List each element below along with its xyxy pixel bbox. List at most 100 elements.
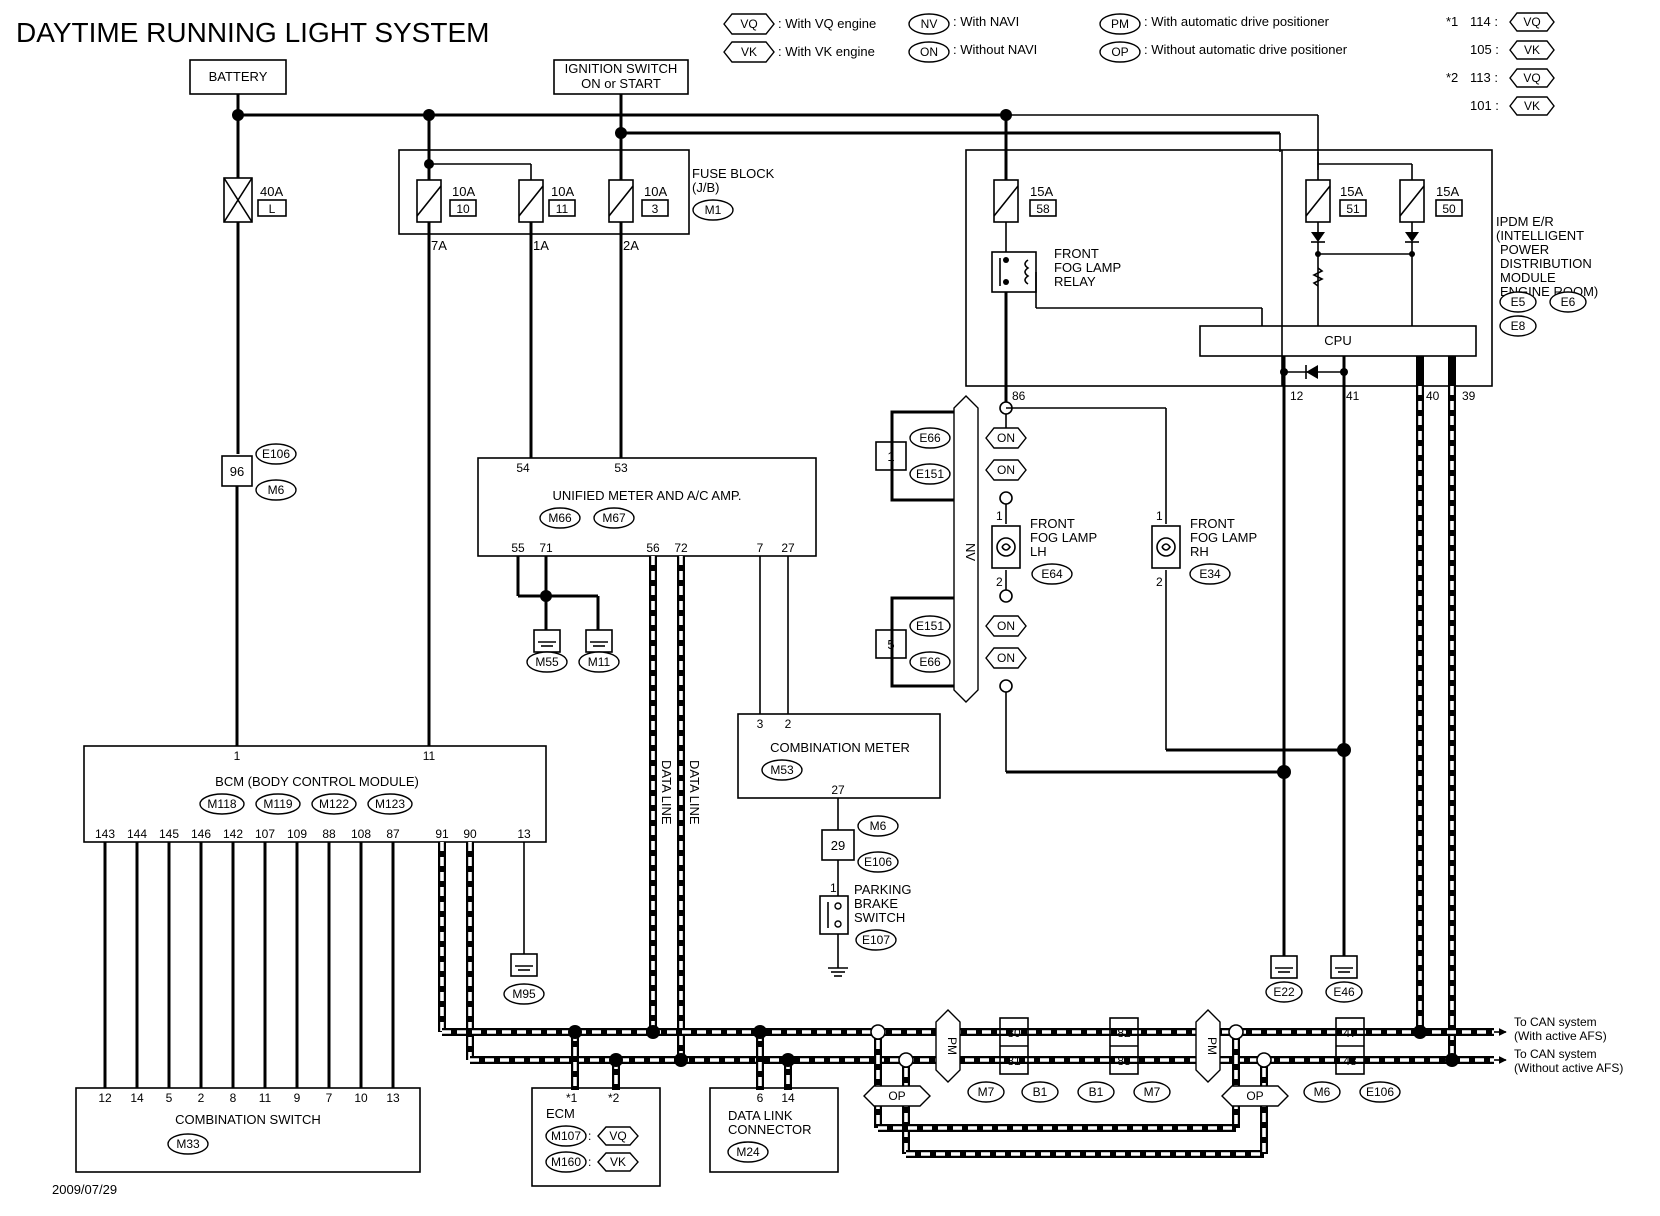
fog-lh-label-3: LH (1030, 544, 1047, 559)
meter-amp-grounds: M55 M11 (516, 556, 620, 673)
ipdm-label-4: DISTRIBUTION (1500, 256, 1592, 271)
fog-rh-label-2: FOG LAMP (1190, 530, 1257, 545)
bcm-conn-3: M122 (319, 797, 349, 811)
combi-switch-pin-10: 10 (354, 1091, 368, 1105)
can-pins-82-83: 82 83 B1 M7 (1077, 1017, 1171, 1103)
combi-meter-pin-2: 2 (785, 717, 792, 731)
bcm-pin-90: 90 (463, 827, 477, 841)
nv-block-1-num: 1 (887, 449, 894, 464)
relay-label-2: FOG LAMP (1054, 260, 1121, 275)
fog-lh-label-2: FOG LAMP (1030, 530, 1097, 545)
bcm-pin-107: 107 (255, 827, 275, 841)
op-options: OP OP (863, 1085, 1289, 1107)
can-pin-47-conn-1: M6 (1314, 1085, 1331, 1099)
on-label-1: ON (997, 431, 1015, 445)
combi-meter-label: COMBINATION METER (770, 740, 910, 755)
dlc-pin-6: 6 (757, 1091, 764, 1105)
ground-m95: M95 (512, 987, 536, 1001)
nv-bar: NV (953, 395, 979, 703)
bcm-pin-11: 11 (423, 749, 436, 763)
on-options: ON ON ON ON (985, 427, 1027, 669)
ipdm-grounds: E22 E46 (1265, 955, 1363, 1003)
note-mark-3: *2 (1446, 70, 1458, 85)
ipdm-pin-86: 86 (1012, 389, 1026, 403)
meter-amp-pin-72: 72 (674, 541, 688, 555)
can-pin-47-conn-2: E106 (1366, 1085, 1394, 1099)
parking-conn: E107 (862, 933, 890, 947)
fuse-40a-id: L (269, 202, 276, 216)
dlc-label-2: CONNECTOR (728, 1122, 812, 1137)
ecm-code-2: VK (610, 1155, 626, 1169)
bcm-pin-145: 145 (159, 827, 179, 841)
can-pins-80-81: 80 81 M7 B1 (967, 1017, 1059, 1103)
legend-code-op: OP (1111, 45, 1128, 59)
dlc-conn: M24 (736, 1145, 760, 1159)
fuse-11-amp: 10A (551, 184, 574, 199)
fuse-10-amp: 10A (452, 184, 475, 199)
data-line-label-1: DATA LINE (659, 760, 674, 825)
ignition-label-2: ON or START (581, 76, 661, 91)
can-pin-48: 48 (1343, 1054, 1357, 1068)
relay-label-1: FRONT (1054, 246, 1099, 261)
legend-code-on: ON (920, 45, 938, 59)
meter-amp-label: UNIFIED METER AND A/C AMP. (552, 488, 741, 503)
data-line-label-2: DATA LINE (687, 760, 702, 825)
fuse-3-amp: 10A (644, 184, 667, 199)
bcm-pin-91: 91 (435, 827, 449, 841)
fuse-block: 10A 10 10A 11 10A 3 FUSE BLOCK (J/B) M1 … (398, 115, 775, 253)
bcm-pin-108: 108 (351, 827, 371, 841)
ecm-label: ECM (546, 1106, 575, 1121)
ground-e22: E22 (1273, 985, 1295, 999)
note-num-2: 105 : (1470, 42, 1499, 57)
fuse-out-7a: 7A (431, 238, 447, 253)
fuse-block-label-2: (J/B) (692, 180, 719, 195)
fog-lh-pin-1: 1 (996, 509, 1003, 523)
fog-lh-conn: E64 (1041, 567, 1063, 581)
legend-text-vk: : With VK engine (778, 44, 875, 59)
fuse-10-id: 10 (456, 202, 470, 216)
note-code-4: VK (1524, 99, 1540, 113)
combi-meter-pin-27: 27 (831, 783, 845, 797)
bcm: 1 11 BCM (BODY CONTROL MODULE) M118 M119… (83, 745, 547, 843)
nv-block-1: 1 E66 E151 (875, 410, 954, 502)
fuse-block-label-1: FUSE BLOCK (692, 166, 775, 181)
can-pin-82: 82 (1117, 1026, 1131, 1040)
ignition-bus (615, 94, 1281, 152)
bcm-pin-109: 109 (287, 827, 307, 841)
legend-text-op: : Without automatic drive positioner (1144, 42, 1348, 57)
fog-lamp-rh: 1 2 FRONT FOG LAMP RH E34 (1151, 509, 1257, 589)
battery-label: BATTERY (209, 69, 268, 84)
bcm-ground: M95 (503, 842, 545, 1005)
fuse-58-amp: 15A (1030, 184, 1053, 199)
fog-lamp-lh: 1 2 FRONT FOG LAMP LH E64 (991, 509, 1097, 589)
combi-switch-pin-12: 12 (98, 1091, 112, 1105)
combi-switch-conn: M33 (176, 1137, 200, 1151)
meter-amp-pin-53: 53 (614, 461, 628, 475)
nv-block-5: 5 E151 E66 (875, 596, 954, 688)
ecm-mark-1: *1 (566, 1091, 578, 1105)
on-label-3: ON (997, 619, 1015, 633)
can-bus (438, 556, 1507, 1158)
bcm-pin-13: 13 (517, 827, 531, 841)
ignition-label-1: IGNITION SWITCH (565, 61, 678, 76)
ipdm-pin-41: 41 (1346, 389, 1360, 403)
fuse-50-id: 50 (1442, 202, 1456, 216)
data-link-connector: 6 14 DATA LINK CONNECTOR M24 (709, 1087, 839, 1173)
combi-switch-pin-9: 9 (294, 1091, 301, 1105)
parking-pin-1: 1 (830, 881, 837, 895)
legend: VQ : With VQ engine VK : With VK engine … (723, 13, 1348, 63)
dlc-label-1: DATA LINK (728, 1108, 793, 1123)
ground-m11: M11 (588, 655, 611, 669)
relay-label-3: RELAY (1054, 274, 1096, 289)
meter-amp-pin-56: 56 (646, 541, 660, 555)
ipdm-pin-40: 40 (1426, 389, 1440, 403)
fog-rh-label-3: RH (1190, 544, 1209, 559)
bcm-pin-144: 144 (127, 827, 147, 841)
combi-switch-pin-5: 5 (166, 1091, 173, 1105)
fuse-51-id: 51 (1346, 202, 1360, 216)
fuse-58-id: 58 (1036, 202, 1050, 216)
legend-code-vk: VK (741, 45, 757, 59)
ipdm-label-1: IPDM E/R (1496, 214, 1554, 229)
ipdm-conn-e6: E6 (1561, 295, 1576, 309)
combi-switch-pin-2: 2 (198, 1091, 205, 1105)
